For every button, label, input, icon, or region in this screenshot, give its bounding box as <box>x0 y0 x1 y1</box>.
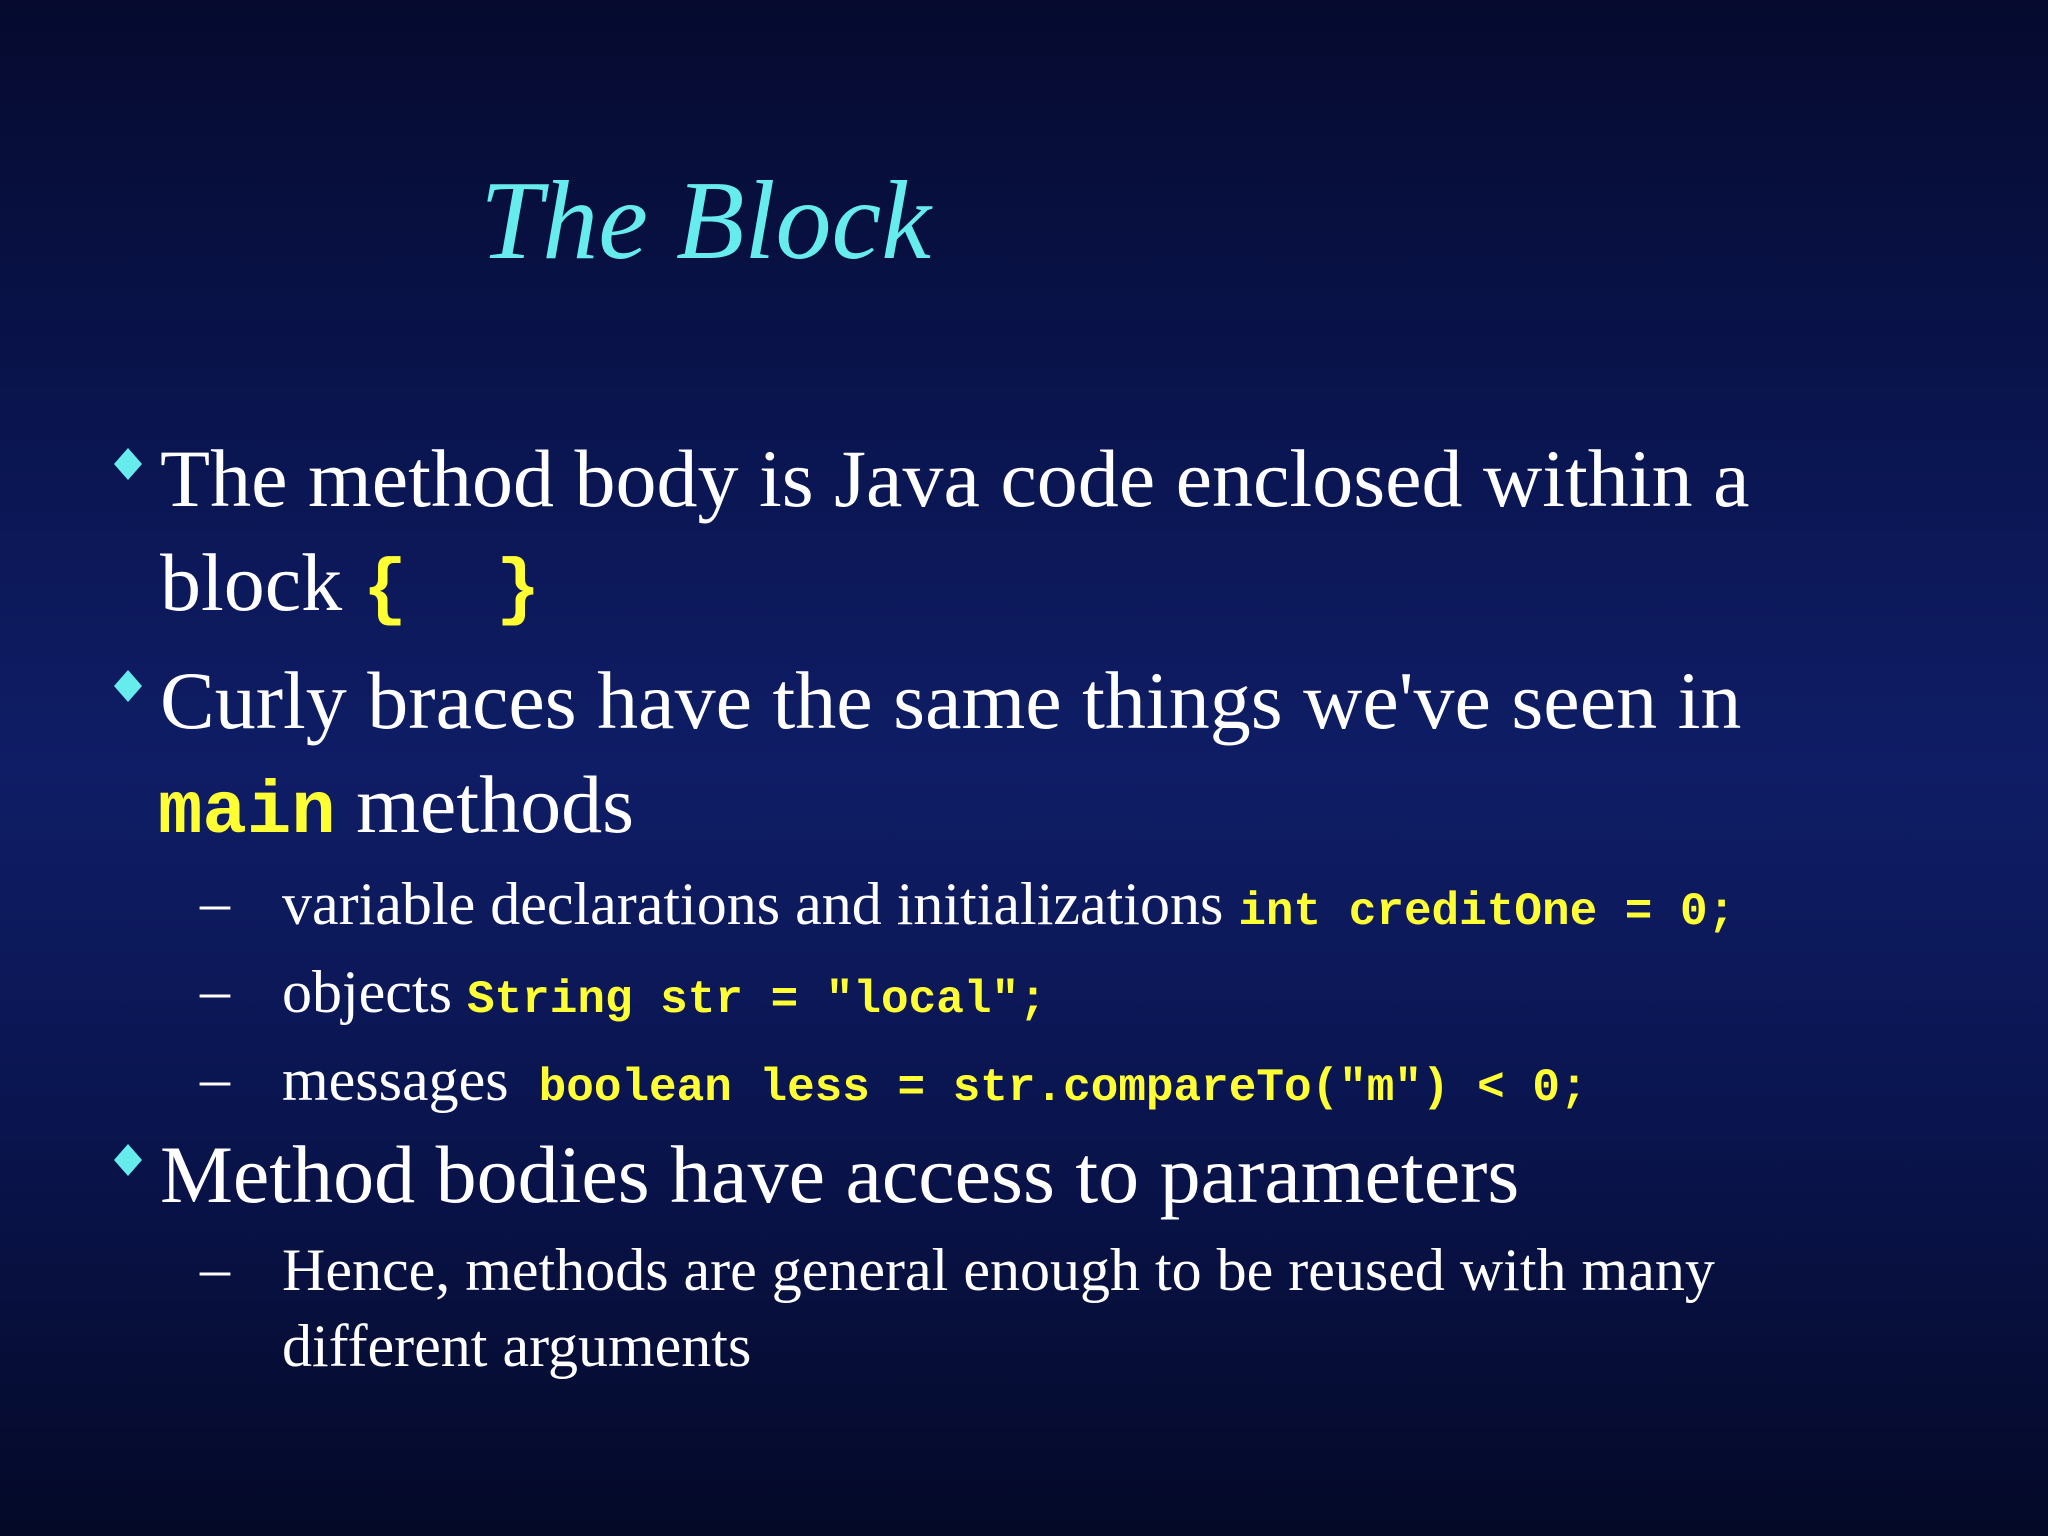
diamond-bullet-icon <box>114 670 142 702</box>
diamond-bullet-icon <box>114 448 142 480</box>
dash-marker-icon: – <box>200 957 230 1023</box>
diamond-bullet-icon <box>114 1144 142 1176</box>
dash-marker-icon: – <box>200 1235 230 1301</box>
sub-bullet-label: objects <box>282 959 467 1025</box>
code-snippet: boolean less = str.compareTo("m") < 0; <box>538 1062 1588 1114</box>
sub-bullet-label: variable declarations and initialization… <box>282 871 1239 937</box>
slide-title: The Block <box>480 159 931 283</box>
bullet-text-line2: block { } <box>160 532 540 642</box>
sub-bullet-text-line2: different arguments <box>282 1313 752 1379</box>
code-snippet: int creditOne = 0; <box>1238 886 1736 938</box>
bullet-text-line1: Method bodies have access to parameters <box>160 1129 1520 1220</box>
code-snippet: { } <box>362 549 541 633</box>
sub-bullet-text: messages boolean less = str.compareTo("m… <box>282 1042 1588 1126</box>
dash-marker-icon: – <box>200 869 230 935</box>
dash-marker-icon: – <box>200 1045 230 1111</box>
sub-bullet-label: messages <box>282 1047 539 1113</box>
sub-bullet-text: objects String str = "local"; <box>282 954 1047 1038</box>
sub-bullet-text: variable declarations and initialization… <box>282 866 1735 950</box>
sub-bullet-text-line1: Hence, methods are general enough to be … <box>282 1237 1715 1303</box>
bullet-text-line1: Curly braces have the same things we've … <box>160 655 1742 746</box>
bullet-text-line1: The method body is Java code enclosed wi… <box>160 433 1750 524</box>
bullet-text: methods <box>335 759 635 850</box>
bullet-text-line2: main methods <box>158 754 634 864</box>
code-snippet: main <box>158 771 336 855</box>
code-snippet: String str = "local"; <box>466 974 1047 1026</box>
bullet-text: block <box>160 537 363 628</box>
